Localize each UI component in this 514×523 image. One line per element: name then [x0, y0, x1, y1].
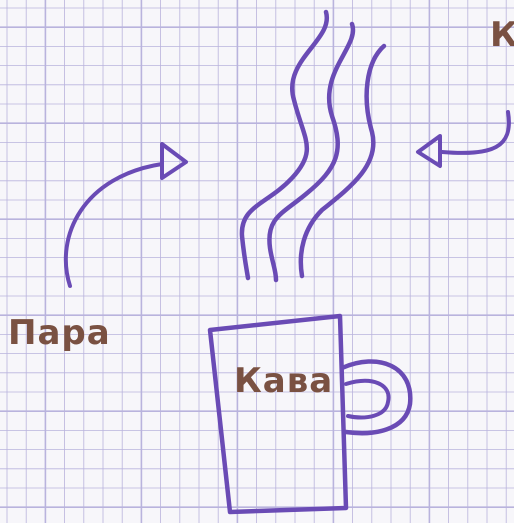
cropped-label: К [490, 18, 514, 52]
steam-label: Пара [8, 316, 111, 350]
coffee-label: Кава [234, 364, 333, 398]
